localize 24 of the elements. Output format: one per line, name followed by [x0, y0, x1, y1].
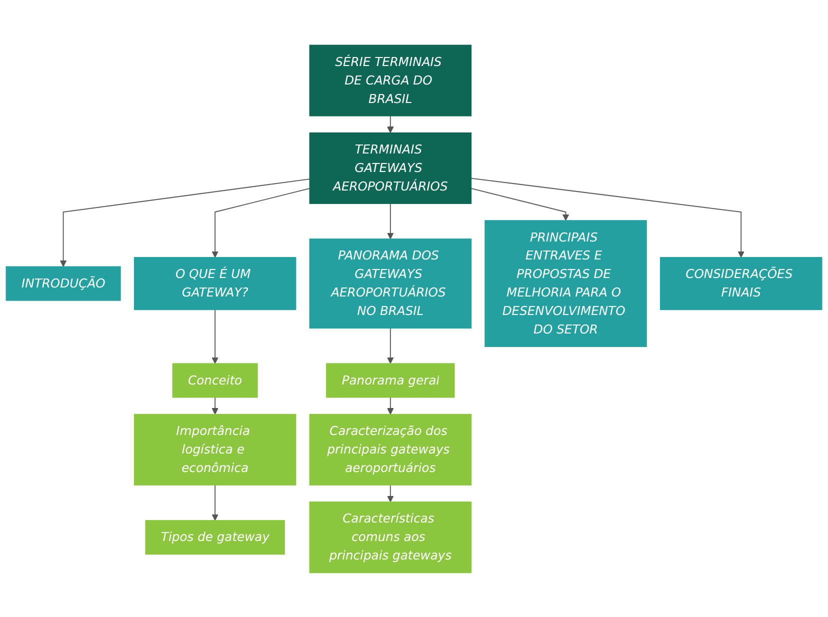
- node-box: Importância logística e econômica: [134, 413, 296, 485]
- arrow: [60, 178, 310, 266]
- arrow: [212, 308, 218, 364]
- arrow: [470, 177, 744, 258]
- arrow: [212, 396, 218, 414]
- arrow: [387, 484, 394, 502]
- node-box: CONSIDERAÇÕES FINAIS: [660, 256, 822, 310]
- node-box: Panorama geral: [326, 362, 455, 398]
- node-box: Conceito: [172, 362, 258, 398]
- arrow: [212, 484, 218, 520]
- node-box: INTRODUÇÃO: [6, 266, 121, 300]
- node-box: Características comuns aos principais gateways: [309, 501, 472, 573]
- node-box: TERMINAIS GATEWAYS AEROPORTUÁRIOS: [309, 132, 472, 204]
- node-box: SÉRIE TERMINAIS DE CARGA DO BRASIL: [309, 44, 472, 116]
- arrow: [387, 115, 394, 133]
- arrow: [470, 187, 570, 220]
- node-box: PANORAMA DOS GATEWAYS AEROPORTUÁRIOS NO BRASIL: [309, 238, 472, 328]
- node-box: O QUE É UM GATEWAY?: [134, 256, 296, 310]
- arrow: [387, 396, 394, 414]
- arrow: [387, 202, 394, 239]
- arrow: [212, 187, 310, 258]
- arrow: [387, 327, 394, 364]
- node-box: Caracterização dos principais gateways aeroportuários: [309, 413, 472, 485]
- node-box: PRINCIPAIS ENTRAVES E PROPOSTAS DE MELHORIA PARA O DESENVOLVIMENTO DO SETOR: [484, 220, 647, 347]
